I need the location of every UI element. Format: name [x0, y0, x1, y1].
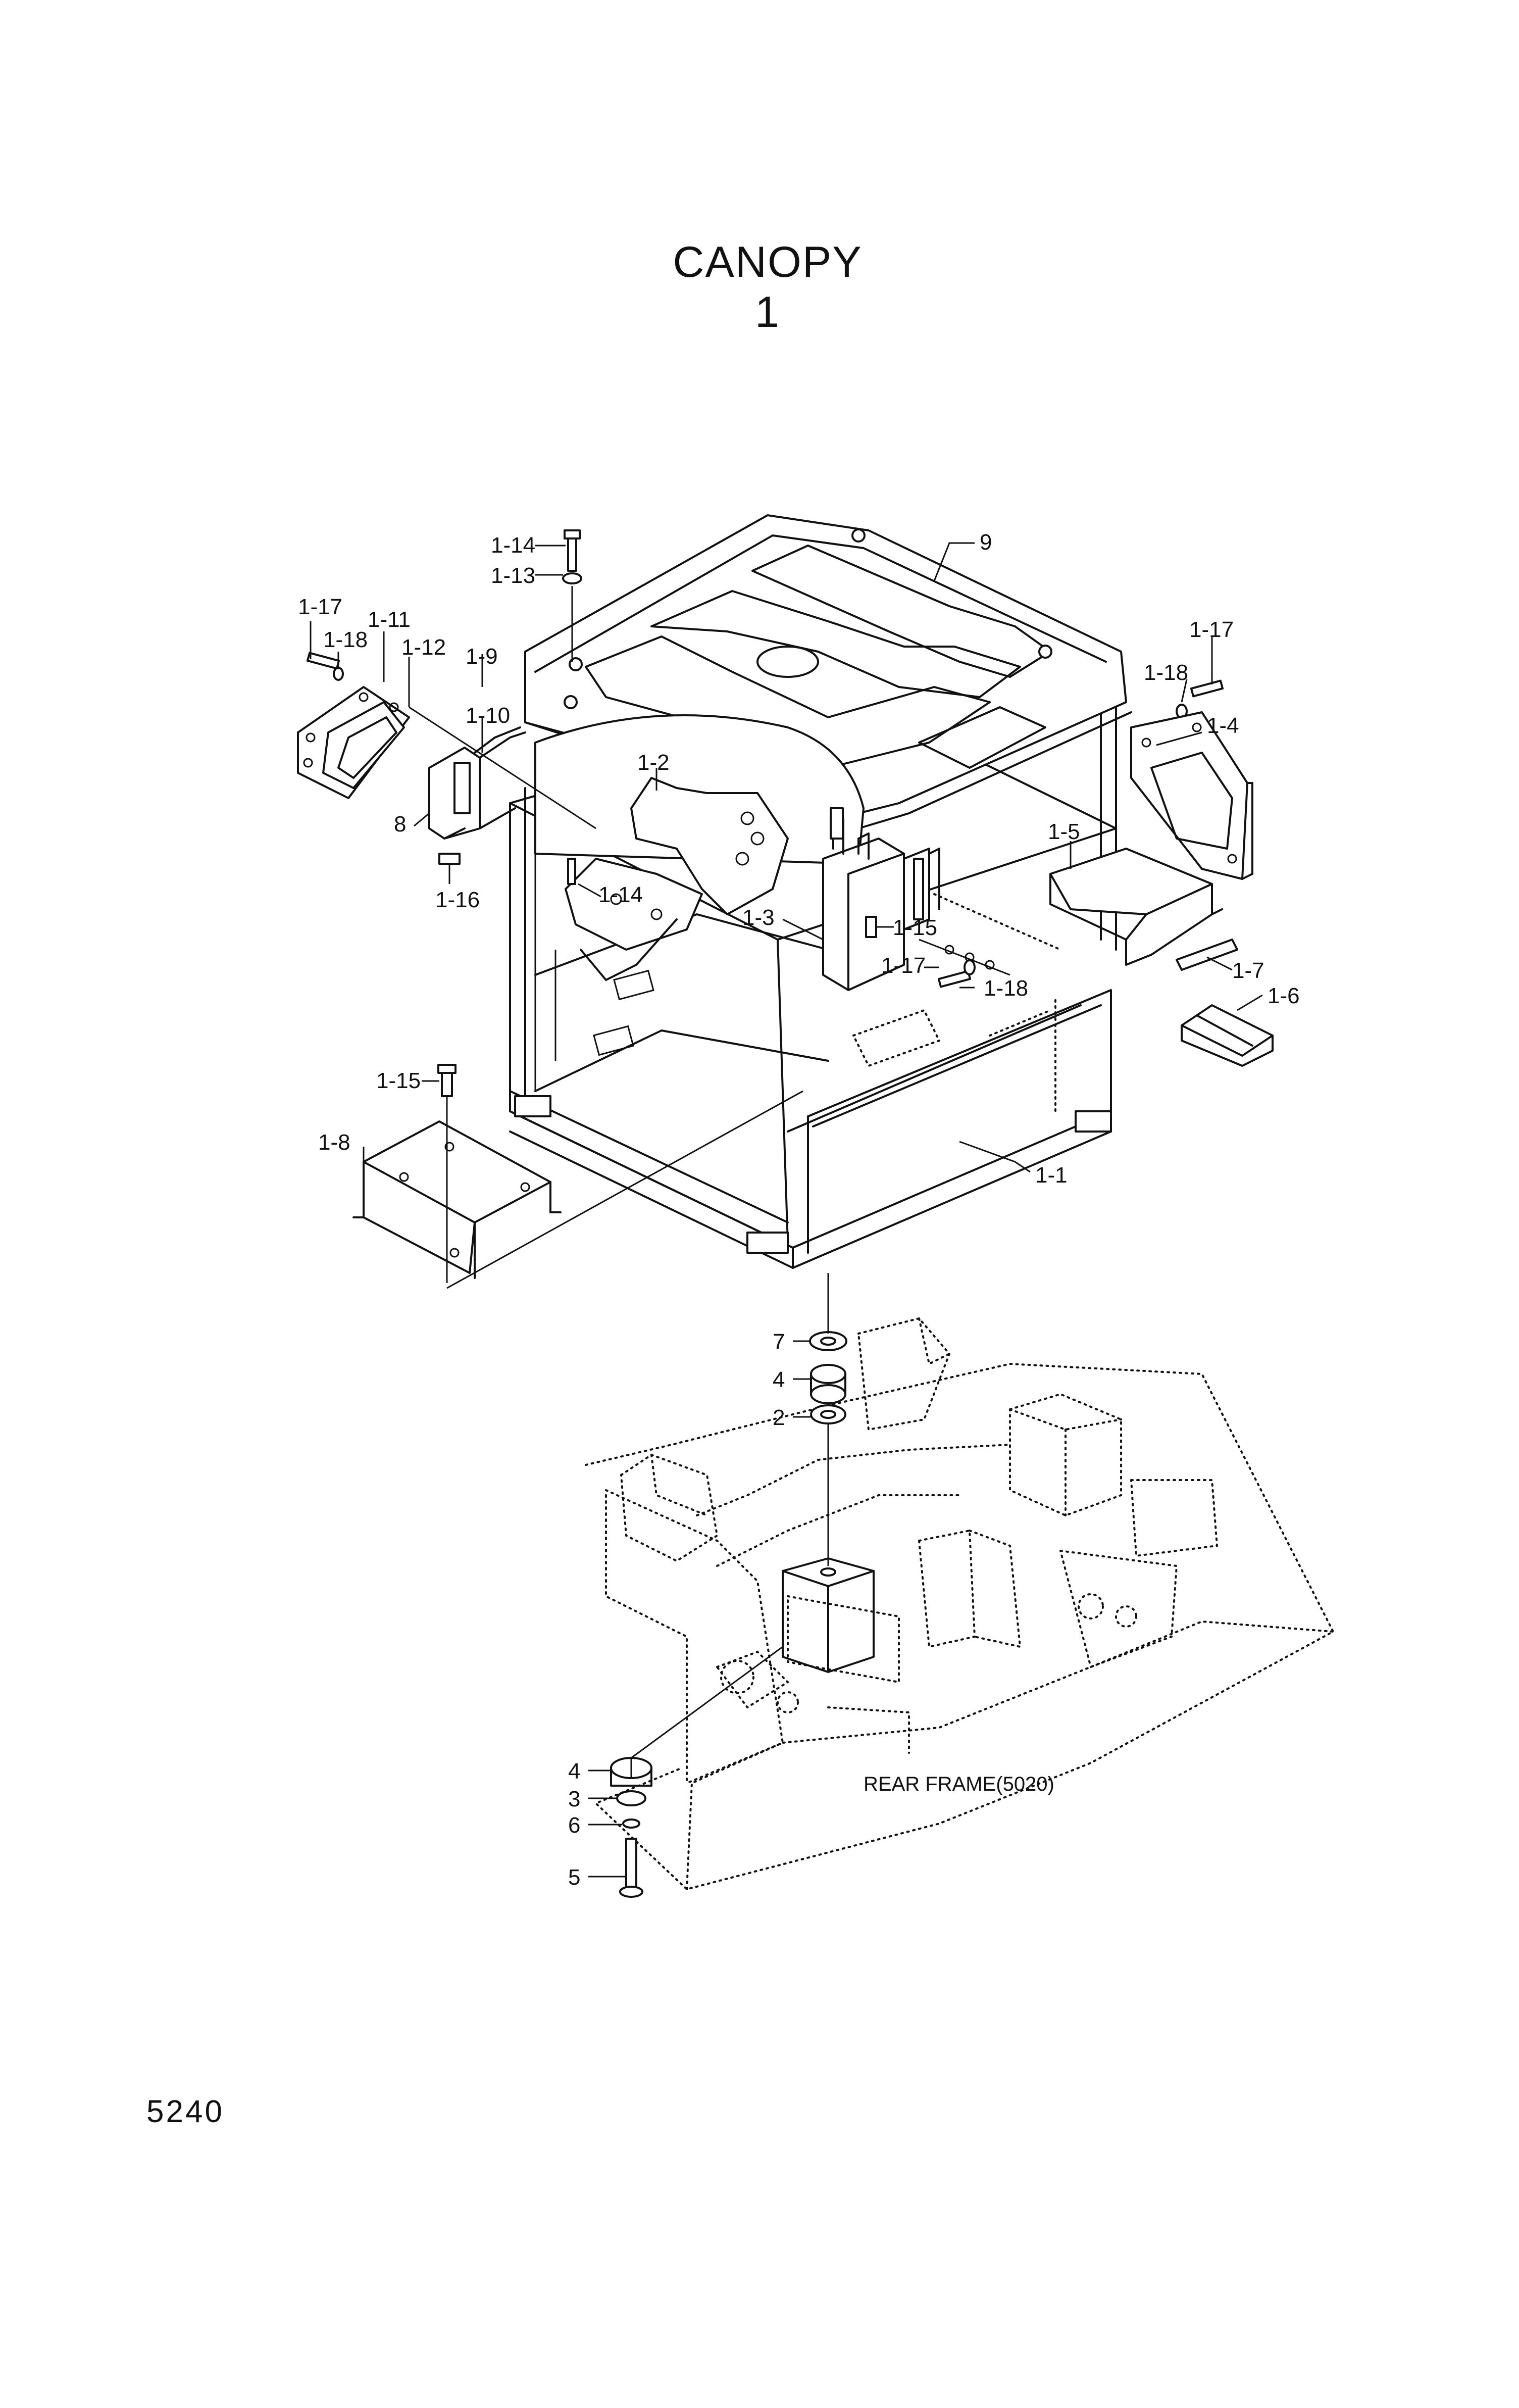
- rear-inner-panel: [534, 714, 865, 865]
- callout-1-18-right: 1-18: [1144, 660, 1189, 685]
- mount-hardware-stack: [610, 1331, 847, 1898]
- right-side-panel: [1130, 711, 1253, 880]
- callout-3: 3: [568, 1787, 581, 1811]
- console-column: [822, 807, 1010, 991]
- callout-1-5: 1-5: [1048, 819, 1080, 844]
- leader-lines: [310, 542, 1263, 1878]
- callout-1-16: 1-16: [435, 888, 480, 912]
- page-title: CANOPY 1: [673, 238, 863, 336]
- callout-1-13: 1-13: [491, 563, 536, 588]
- callout-1-4: 1-4: [1207, 713, 1239, 738]
- bolt-group: [306, 529, 1224, 1097]
- callout-1-14-top: 1-14: [491, 533, 536, 558]
- callout-6: 6: [568, 1813, 581, 1838]
- callout-5: 5: [568, 1865, 581, 1890]
- callout-1-14-mid: 1-14: [598, 882, 643, 907]
- callout-1-18-mid: 1-18: [984, 976, 1029, 1001]
- callout-1-2: 1-2: [637, 750, 670, 775]
- callout-1-8: 1-8: [318, 1130, 350, 1155]
- callout-1-1: 1-1: [1035, 1163, 1068, 1188]
- callout-2: 2: [773, 1405, 785, 1430]
- light-bracket: [428, 726, 526, 840]
- callout-4-top: 4: [773, 1367, 785, 1392]
- callout-1-11: 1-11: [368, 607, 411, 632]
- seat-mount-bracket: [565, 777, 789, 981]
- rear-frame-outline: [585, 1317, 1335, 1891]
- callout-1-10: 1-10: [466, 703, 511, 728]
- callout-1-9: 1-9: [466, 644, 498, 669]
- callout-7: 7: [773, 1330, 785, 1354]
- callout-1-18-left: 1-18: [323, 627, 368, 652]
- callout-9: 9: [980, 530, 992, 555]
- callout-1-12: 1-12: [401, 635, 446, 660]
- callout-1-15-left: 1-15: [376, 1068, 421, 1093]
- callout-1-17-left: 1-17: [298, 595, 343, 619]
- callout-1-15-mid: 1-15: [893, 915, 938, 940]
- cover-plate: [1049, 848, 1223, 966]
- callout-8: 8: [394, 812, 407, 837]
- strap-and-bracket: [1176, 939, 1274, 1067]
- left-side-panel: [297, 686, 410, 799]
- page-number: 5240: [146, 2094, 224, 2129]
- callout-1-17-mid: 1-17: [881, 953, 926, 978]
- mount-pad: [782, 1557, 875, 1673]
- rear-frame-reference-label: REAR FRAME(5020): [864, 1773, 1054, 1795]
- callout-1-6: 1-6: [1268, 984, 1300, 1008]
- callout-1-17-right: 1-17: [1189, 617, 1234, 642]
- callout-1-7: 1-7: [1232, 958, 1264, 983]
- floor-bracket: [352, 1120, 562, 1279]
- callout-4-bottom: 4: [568, 1759, 581, 1784]
- callout-1-3: 1-3: [742, 905, 775, 930]
